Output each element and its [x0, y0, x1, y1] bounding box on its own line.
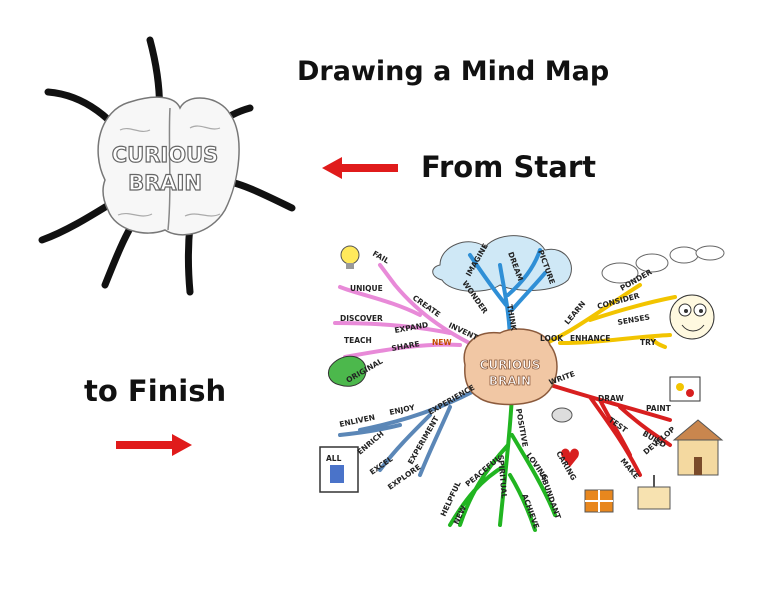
snail-icon: [327, 355, 367, 387]
checklist-icon: [319, 446, 359, 493]
label-fail: FAIL: [371, 249, 391, 266]
heart-icon: [561, 448, 579, 467]
label-share: SHARE: [391, 339, 421, 353]
gift-icon: [584, 489, 614, 513]
label-achieve: ACHIEVE: [520, 493, 541, 530]
label-abundant: ABUNDANT: [538, 473, 563, 521]
label-experience: EXPERIENCE: [427, 383, 477, 417]
thought-clouds: [601, 245, 725, 284]
finish-brain-drawing: [463, 328, 558, 406]
start-mind-map: CURIOUS BRAIN: [38, 36, 296, 296]
mouse-icon: [551, 407, 573, 423]
branch-bottom: [448, 393, 557, 532]
label-senses: SENSES: [617, 312, 651, 327]
start-center-line1: CURIOUS: [112, 143, 218, 167]
face-doodle-icon: [669, 294, 715, 340]
start-center-line2: BRAIN: [128, 171, 202, 195]
label-spiritual: SPIRITUAL: [496, 454, 509, 499]
right-arrow-icon: [116, 434, 192, 456]
label-teach: TEACH: [344, 336, 372, 345]
page-title: Drawing a Mind Map: [297, 56, 610, 87]
start-brain-drawing: [97, 96, 240, 236]
label-look: LOOK: [540, 334, 564, 343]
label-paint: PAINT: [646, 404, 672, 413]
branch-right-bottom: [533, 378, 672, 477]
label-new-badge: NEW: [432, 338, 452, 347]
label-enhance: ENHANCE: [570, 334, 610, 343]
branch-right-top: [528, 283, 677, 352]
from-start-label: From Start: [421, 150, 596, 184]
label-expand: EXPAND: [394, 320, 429, 335]
label-draw: DRAW: [598, 394, 624, 403]
label-all: ALL: [326, 454, 342, 463]
label-explore: EXPLORE: [386, 462, 422, 491]
label-try: TRY: [640, 338, 656, 347]
finish-mind-map: CURIOUS BRAIN: [319, 235, 725, 532]
paintbrush-icon: [669, 376, 701, 402]
lightbulb-icon: [340, 245, 360, 269]
label-discover: DISCOVER: [340, 314, 383, 323]
to-finish-label: to Finish: [84, 374, 227, 408]
label-excel: EXCEL: [368, 454, 395, 476]
house-icon: [672, 419, 724, 476]
cake-icon: [637, 475, 671, 510]
finish-center-line1: CURIOUS: [480, 358, 541, 372]
finish-center-line2: BRAIN: [489, 374, 531, 388]
branch-left-bottom: [338, 383, 487, 477]
branch-left-top: [333, 263, 492, 359]
left-arrow-icon: [322, 157, 398, 179]
label-unique: UNIQUE: [350, 284, 383, 293]
branch-top: [468, 248, 547, 347]
cloud-drawing: [432, 235, 572, 292]
